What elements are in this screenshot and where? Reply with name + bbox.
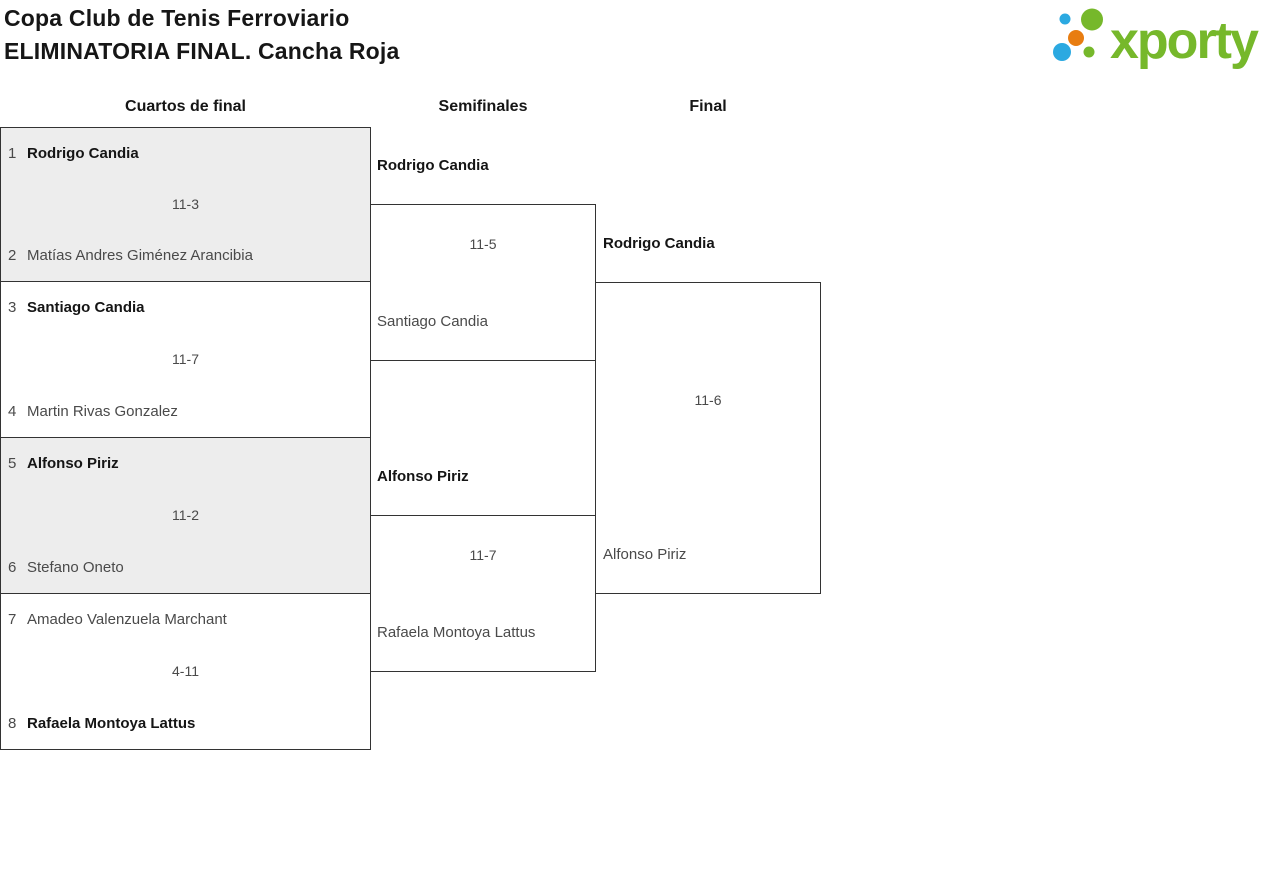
qf3-player2-row: 6 Stefano Oneto xyxy=(8,557,124,579)
logo-dot-blue-small xyxy=(1059,13,1071,25)
player-name: Stefano Oneto xyxy=(27,559,124,576)
player-name: Martin Rivas Gonzalez xyxy=(27,403,178,420)
xporty-logo: xporty xyxy=(1053,8,1261,70)
round-header-final: Final xyxy=(689,98,727,115)
round-header-semifinals: Semifinales xyxy=(438,98,528,115)
qf-match-2-box xyxy=(0,281,371,438)
qf2-score: 11-7 xyxy=(172,351,199,367)
sf2-player2-name: Rafaela Montoya Lattus xyxy=(377,624,536,641)
seed-number: 5 xyxy=(8,455,17,472)
player-name: Matías Andres Giménez Arancibia xyxy=(27,247,253,264)
player-name: Amadeo Valenzuela Marchant xyxy=(27,611,227,628)
final-player2-name: Alfonso Piriz xyxy=(603,546,687,563)
final-player1-name: Rodrigo Candia xyxy=(603,235,715,252)
player-name: Santiago Candia xyxy=(27,299,145,316)
sf1-player2-name: Santiago Candia xyxy=(377,313,488,330)
qf4-player1-row: 7 Amadeo Valenzuela Marchant xyxy=(8,609,227,631)
seed-number: 2 xyxy=(8,247,17,264)
qf1-player2-row: 2 Matías Andres Giménez Arancibia xyxy=(8,245,253,267)
qf4-player2-row: 8 Rafaela Montoya Lattus xyxy=(8,713,195,735)
logo-dot-blue-medium xyxy=(1053,43,1071,61)
stage-name: ELIMINATORIA FINAL. Cancha Roja xyxy=(4,38,400,64)
sf1-score: 11-5 xyxy=(469,236,497,252)
final-match-box xyxy=(595,282,821,594)
player-name: Rodrigo Candia xyxy=(27,145,139,162)
qf2-player1-row: 3 Santiago Candia xyxy=(8,297,145,319)
qf-match-4-box xyxy=(0,593,371,750)
logo-dot-green-large xyxy=(1081,8,1103,31)
seed-number: 3 xyxy=(8,299,17,316)
logo-dot-orange xyxy=(1068,30,1084,46)
logo-wordmark: xporty xyxy=(1110,12,1259,70)
tournament-name: Copa Club de Tenis Ferroviario xyxy=(4,5,350,31)
qf3-score: 11-2 xyxy=(172,507,199,523)
seed-number: 6 xyxy=(8,559,17,576)
seed-number: 4 xyxy=(8,403,17,420)
player-name: Rafaela Montoya Lattus xyxy=(27,715,196,732)
page-title: Copa Club de Tenis Ferroviario ELIMINATO… xyxy=(4,2,400,68)
seed-number: 1 xyxy=(8,145,17,162)
seed-number: 7 xyxy=(8,611,17,628)
logo-dot-green-small xyxy=(1083,46,1095,58)
qf3-player1-row: 5 Alfonso Piriz xyxy=(8,453,119,475)
qf2-player2-row: 4 Martin Rivas Gonzalez xyxy=(8,401,178,423)
sf-match-2-box xyxy=(370,515,596,672)
seed-number: 8 xyxy=(8,715,17,732)
round-header-quarterfinals: Cuartos de final xyxy=(125,98,246,115)
qf4-score: 4-11 xyxy=(172,663,199,679)
qf1-player1-row: 1 Rodrigo Candia xyxy=(8,143,139,165)
sf2-player1-name: Alfonso Piriz xyxy=(377,468,469,485)
sf2-score: 11-7 xyxy=(469,547,497,563)
qf1-score: 11-3 xyxy=(172,196,199,212)
final-score: 11-6 xyxy=(694,392,722,408)
sf1-player1-name: Rodrigo Candia xyxy=(377,157,489,174)
player-name: Alfonso Piriz xyxy=(27,455,119,472)
sf-match-1-box xyxy=(370,204,596,361)
qf-match-1-box xyxy=(0,127,371,282)
